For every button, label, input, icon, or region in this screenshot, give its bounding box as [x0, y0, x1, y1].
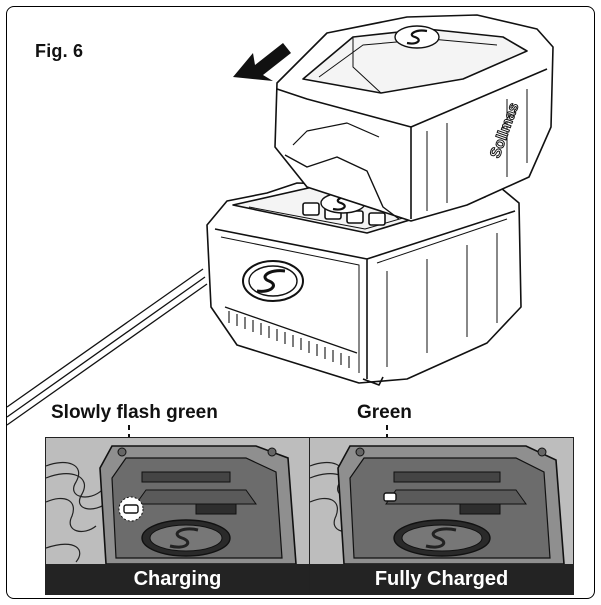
charger-cable	[7, 268, 208, 426]
charger-illustration: Sollmas	[7, 14, 554, 426]
led-flash-icon	[118, 496, 144, 522]
fully-charged-panel: Fully Charged	[309, 437, 574, 595]
callout-charged-led: Green	[357, 402, 412, 423]
figure-frame: Fig. 6	[6, 6, 595, 599]
caption-fully-charged: Fully Charged	[310, 564, 573, 594]
charger-base	[206, 174, 522, 386]
battery-pack	[274, 14, 554, 222]
charger-closeup-charging	[46, 438, 309, 594]
caption-charging: Charging	[46, 564, 309, 594]
arrow-left-down-icon	[233, 43, 291, 81]
charging-panel: Charging	[45, 437, 310, 595]
led-solid-icon	[383, 492, 397, 502]
figure-label: Fig. 6	[35, 41, 84, 61]
callout-charging-led: Slowly flash green	[51, 402, 218, 423]
